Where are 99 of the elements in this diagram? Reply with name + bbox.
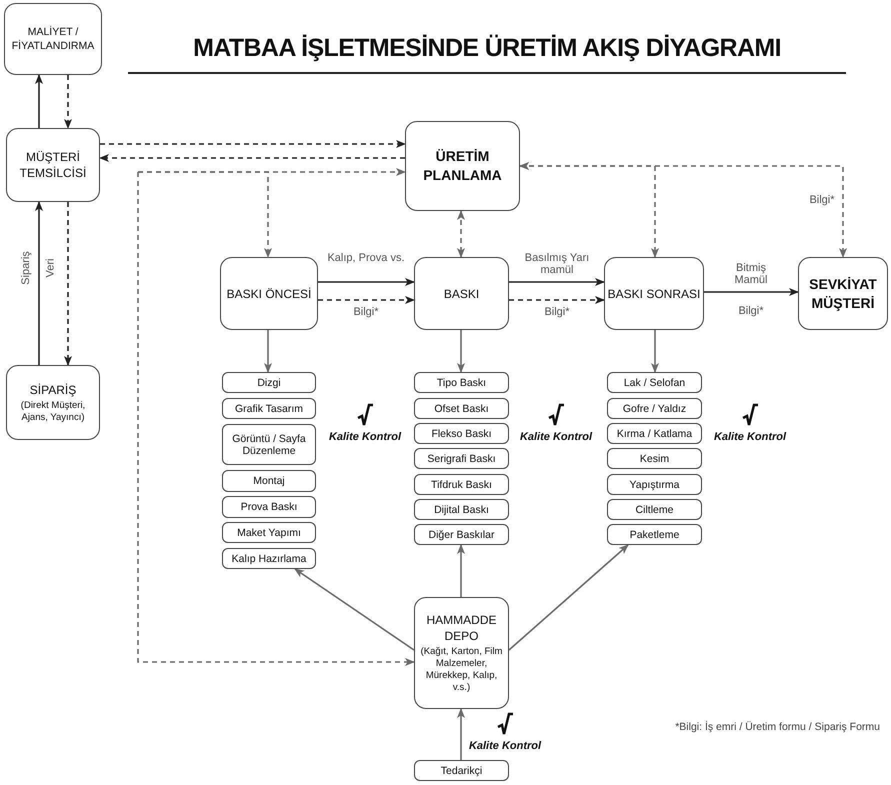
node-title: Paketleme — [630, 528, 680, 540]
arrow — [318, 296, 415, 304]
step-box — [222, 372, 316, 393]
arrow — [457, 708, 465, 760]
arrow — [508, 544, 629, 651]
arrow — [457, 544, 465, 597]
node-title: Serigrafi Baskı — [427, 452, 496, 464]
node-title: Tipo Baskı — [436, 376, 486, 388]
edge-label: Bilgi* — [544, 306, 570, 318]
arrow — [35, 201, 43, 365]
process-box — [405, 121, 520, 211]
process-box — [414, 597, 509, 709]
step-box — [607, 524, 702, 545]
step-box — [607, 448, 702, 469]
process-box — [798, 257, 888, 330]
node-title: BASKI — [444, 286, 480, 302]
node-title: SİPARİŞ — [30, 382, 76, 398]
node-title: Gofre / Yaldız — [622, 402, 686, 414]
node-title: MALİYET / FİYATLANDIRMA — [10, 25, 96, 53]
node-title: SEVKİYAT MÜŞTERİ — [808, 274, 878, 312]
node-title: Görüntü / Sayfa Düzenleme — [231, 432, 307, 456]
process-box — [220, 257, 318, 330]
step-box — [414, 448, 509, 469]
arrow — [264, 330, 272, 373]
process-box — [6, 365, 100, 440]
node-title: Flekso Baskı — [431, 428, 492, 440]
edge-note: Bilgi* — [738, 304, 764, 319]
arrow — [64, 202, 72, 366]
step-box — [414, 474, 509, 495]
node-title: Prova Baskı — [240, 501, 298, 513]
step-box — [222, 496, 316, 518]
process-box — [414, 257, 509, 330]
process-box — [604, 257, 704, 330]
node-title: ÜRETİM PLANLAMA — [422, 147, 503, 185]
arrow — [457, 330, 465, 373]
arrow — [100, 140, 406, 148]
step-box — [222, 398, 316, 419]
process-box — [4, 3, 102, 75]
node-title: Tifdruk Baskı — [431, 478, 492, 490]
quality-control-label: Kalite Kontrol — [328, 430, 402, 445]
arrow — [519, 162, 847, 258]
step-box — [222, 522, 316, 543]
quality-control-label: Kalite Kontrol — [468, 739, 542, 754]
arrow — [651, 330, 659, 373]
node-title: Tedarikçi — [440, 764, 482, 776]
step-box — [414, 423, 509, 444]
arrow — [64, 75, 72, 129]
step-box — [607, 372, 702, 393]
process-box — [6, 128, 100, 202]
arrow — [99, 154, 405, 162]
step-box — [414, 524, 509, 545]
step-box — [414, 398, 509, 419]
step-box — [607, 398, 702, 419]
edge-label: Veri — [44, 258, 56, 278]
quality-control-label: Kalite Kontrol — [520, 430, 592, 445]
node-title: Dijital Baskı — [434, 504, 489, 516]
arrow — [35, 74, 43, 128]
edge-label: Bilgi* — [353, 306, 379, 318]
step-box — [414, 499, 509, 520]
node-title: Yapıştırma — [630, 478, 680, 490]
node-title: Ofset Baskı — [434, 402, 489, 414]
step-box — [222, 548, 316, 569]
node-title: Grafik Tasarım — [234, 402, 304, 414]
node-title: MÜŞTERİ TEMSİLCİSİ — [18, 149, 88, 181]
edge-label: Sipariş — [20, 251, 32, 285]
quality-control-label: Kalite Kontrol — [714, 430, 786, 445]
node-title: Kırma / Katlama — [616, 428, 692, 440]
node-title: Dizgi — [257, 376, 281, 388]
edge-label: Bilgi* — [809, 194, 835, 206]
node-title: HAMMADDE DEPO — [425, 612, 498, 644]
arrow — [457, 210, 465, 258]
arrow — [509, 296, 605, 304]
diagram-title: MATBAA İŞLETMESİNDE ÜRETİM AKIŞ DİYAGRAMI — [128, 30, 846, 74]
node-title: Montaj — [253, 475, 285, 487]
node-description: (Kağıt, Karton, Film Malzemeler, Mürekkep, Kalıp, v.s.) — [420, 646, 504, 694]
arrow — [509, 278, 605, 286]
node-title: Maket Yapımı — [237, 526, 301, 538]
node-title: BASKI ÖNCESİ — [226, 286, 312, 302]
footnote: *Bilgi: İş emri / Üretim formu / Sipariş Formu — [675, 720, 880, 735]
node-title: Ciltleme — [636, 504, 674, 516]
step-box — [607, 499, 702, 520]
arrow — [318, 278, 415, 286]
node-title: Kalıp Hazırlama — [232, 552, 306, 564]
node-description: (Direkt Müşteri, Ajans, Yayıncı) — [20, 400, 86, 424]
node-title: Lak / Selofan — [624, 376, 686, 388]
arrow — [294, 568, 414, 651]
step-box — [222, 470, 316, 492]
node-title: Kesim — [640, 452, 670, 464]
arrow — [138, 171, 272, 258]
node-title: Diğer Baskılar — [428, 528, 494, 540]
arrow — [704, 288, 799, 296]
step-box — [222, 424, 316, 465]
edge-label: Kalıp, Prova vs. — [327, 252, 405, 264]
step-box — [607, 474, 702, 495]
node-title: BASKI SONRASI — [608, 286, 700, 302]
step-box — [414, 372, 509, 393]
arrow — [137, 172, 415, 666]
step-box — [414, 760, 509, 781]
step-box — [607, 423, 702, 444]
